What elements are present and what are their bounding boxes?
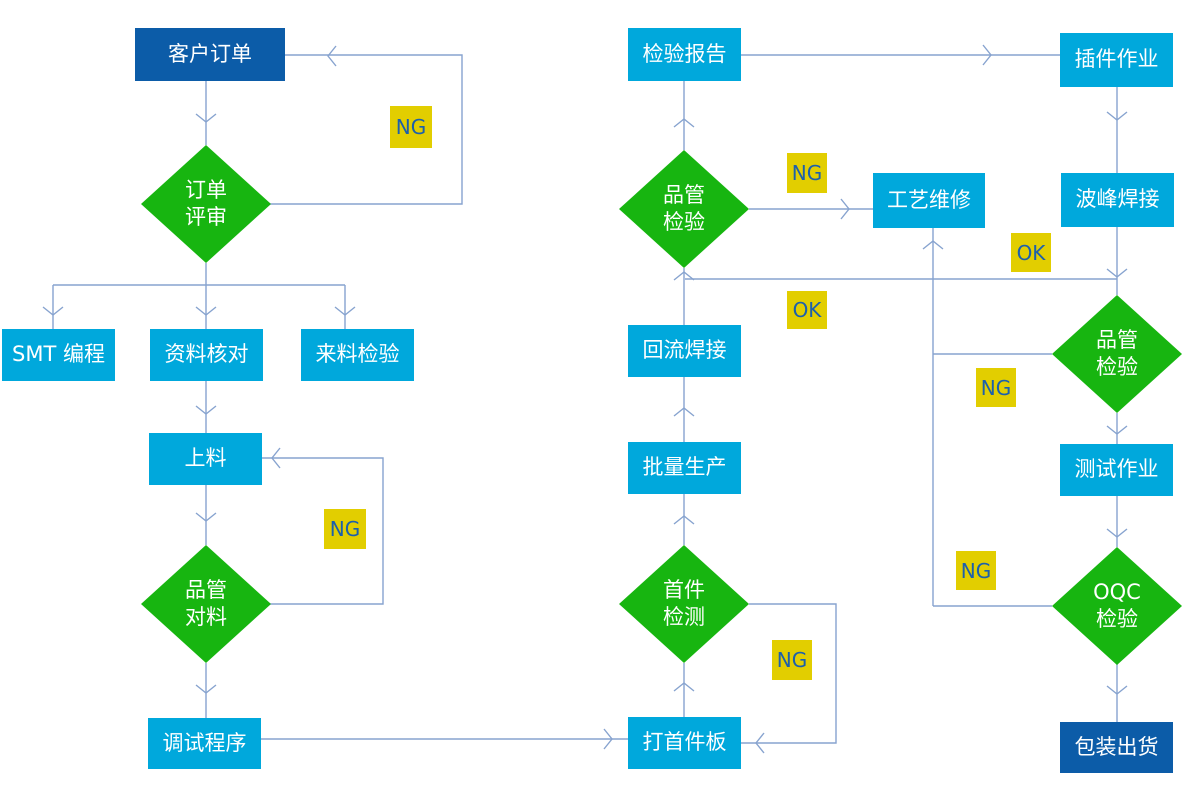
badge-oqc-ng: NG (956, 551, 996, 590)
arrow-down-icon (195, 405, 217, 415)
node-process-repair: 工艺维修 (873, 173, 985, 228)
arrow-down-icon (1106, 268, 1128, 278)
node-oqc-inspection: OQC 检验 (1052, 547, 1182, 665)
arrow-up-icon (922, 240, 944, 250)
badge-qc-wave-ng: NG (976, 368, 1016, 407)
arrow-down-icon (195, 512, 217, 522)
node-plugin-operation: 插件作业 (1060, 33, 1173, 87)
badge-wave-ok: OK (1011, 233, 1051, 272)
badge-qc-reflow-ok: OK (787, 291, 827, 329)
arrow-left-icon (271, 447, 281, 469)
arrow-down-icon (195, 306, 217, 316)
arrow-left-icon (755, 732, 765, 754)
arrow-down-icon (42, 306, 64, 316)
arrow-down-icon (1106, 425, 1128, 435)
node-qc-material-check: 品管 对料 (141, 545, 271, 663)
node-qc-inspection-reflow: 品管 检验 (619, 150, 749, 268)
edge-order-review-ng-to-customer-order (270, 54, 463, 205)
node-inspection-report: 检验报告 (628, 28, 741, 81)
arrow-down-icon (1106, 685, 1128, 695)
arrow-down-icon (195, 113, 217, 123)
arrow-up-icon (673, 682, 695, 692)
arrow-right-icon (840, 198, 850, 220)
node-packing-shipping: 包装出货 (1060, 722, 1173, 773)
badge-order-review-ng: NG (390, 106, 432, 148)
arrow-right-icon (603, 728, 613, 750)
node-wave-soldering: 波峰焊接 (1061, 173, 1174, 227)
edge-ng-collector-to-repair (932, 228, 1052, 607)
badge-first-article-ng: NG (772, 640, 812, 680)
node-smt-programming: SMT 编程 (2, 329, 115, 381)
arrow-up-icon (673, 515, 695, 525)
arrow-up-icon (673, 407, 695, 417)
edge-order-review-branches (52, 263, 346, 329)
arrow-up-icon (673, 271, 695, 281)
node-test-operation: 测试作业 (1060, 444, 1173, 496)
arrow-down-icon (1106, 111, 1128, 121)
arrow-down-icon (1106, 528, 1128, 538)
node-first-article-board: 打首件板 (628, 717, 741, 769)
badge-qc-material-ng: NG (324, 509, 366, 549)
node-debug-program: 调试程序 (148, 718, 261, 769)
node-data-check: 资料核对 (150, 329, 263, 381)
node-qc-inspection-wave: 品管 检验 (1052, 295, 1182, 413)
arrow-down-icon (334, 306, 356, 316)
badge-qc-reflow-ng: NG (787, 153, 827, 193)
node-mass-production: 批量生产 (628, 442, 741, 494)
node-incoming-inspection: 来料检验 (301, 329, 414, 381)
arrow-up-icon (673, 118, 695, 128)
node-order-review: 订单 评审 (141, 145, 271, 263)
node-first-article-inspection: 首件 检测 (619, 545, 749, 663)
arrow-right-icon (982, 44, 992, 66)
node-loading: 上料 (149, 433, 262, 485)
arrow-left-icon (327, 45, 337, 67)
node-reflow-soldering: 回流焊接 (628, 325, 741, 377)
node-customer-order: 客户订单 (135, 28, 285, 81)
arrow-down-icon (195, 684, 217, 694)
